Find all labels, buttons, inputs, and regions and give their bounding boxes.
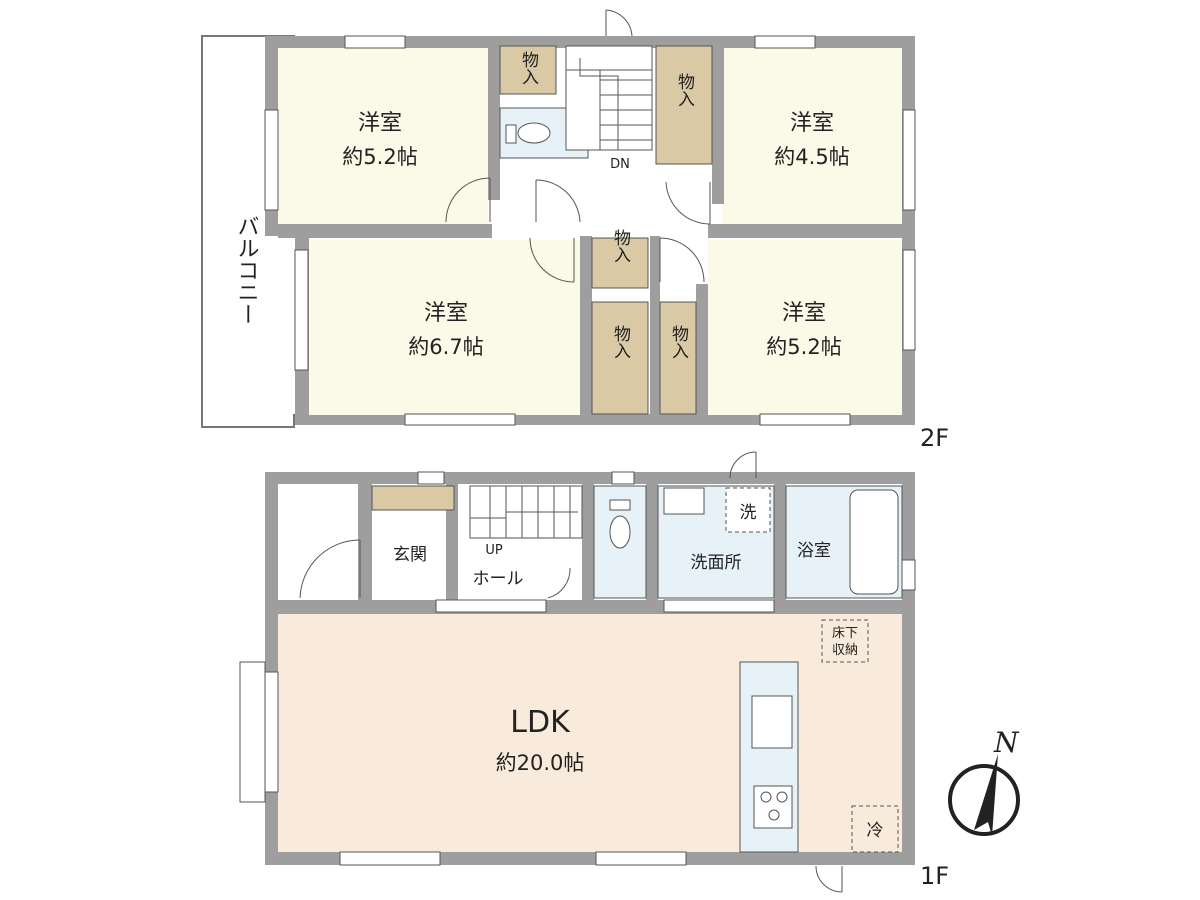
ldk-area: 約20.0帖 (496, 751, 585, 775)
stairs-dn-label: DN (610, 157, 630, 172)
stairs-2f (565, 45, 653, 151)
room-b-floor (722, 48, 902, 224)
room-c-floor (308, 240, 580, 415)
underfloor-storage-box (821, 619, 869, 663)
windows-1f (239, 471, 916, 866)
room-a-floor (278, 48, 488, 224)
storage-label: 物入 (610, 229, 631, 263)
room-b-area: 約4.5帖 (774, 145, 849, 169)
fridge-space (851, 805, 899, 853)
room-c-name: 洋室 (424, 301, 468, 326)
doors-1f (299, 451, 843, 893)
floor-1f (239, 451, 916, 893)
toilet-icon (609, 515, 631, 549)
bathtub-icon (849, 489, 899, 595)
room-d-floor (708, 240, 902, 415)
storage-label: 物入 (668, 325, 689, 359)
room-b-name: 洋室 (790, 111, 834, 136)
storage-closet (591, 237, 649, 289)
storage-label: 物入 (518, 51, 539, 85)
floor-label-1f: 1F (920, 862, 949, 890)
ldk-name: LDK (510, 705, 571, 740)
room-a-area: 約5.2帖 (342, 145, 417, 169)
sink-icon (663, 487, 705, 515)
shoe-storage (371, 485, 455, 511)
entrance-label: 玄関 (393, 545, 427, 565)
bathroom-label: 浴室 (797, 541, 831, 561)
doors-2f (445, 9, 711, 283)
storage-closet (591, 301, 649, 415)
balcony-label: バルコニー (234, 215, 259, 325)
washer-space (725, 487, 771, 533)
room-c-area: 約6.7帖 (408, 335, 483, 359)
room-d-area: 約5.2帖 (766, 335, 841, 359)
washroom-label: 洗面所 (691, 553, 742, 573)
storage-label: 物入 (674, 73, 695, 107)
storage-label: 物入 (610, 325, 631, 359)
north-arrow-icon (974, 754, 998, 836)
underfloor-storage-label-2: 収納 (832, 643, 858, 658)
hall-label: ホール (473, 569, 524, 589)
floor-label-2f: 2F (920, 424, 949, 452)
storage-closet (659, 301, 697, 415)
compass (948, 754, 1020, 836)
room-a-name: 洋室 (358, 111, 402, 136)
fridge-label: 冷 (867, 821, 884, 841)
stairs-1f (469, 485, 583, 539)
floor-2f (201, 9, 916, 428)
compass-north-label: N (993, 726, 1020, 759)
toilet-icon (517, 122, 551, 144)
room-d-name: 洋室 (782, 301, 826, 326)
kitchen-sink-icon (751, 695, 793, 749)
underfloor-storage-label-1: 床下 (832, 626, 858, 641)
storage-closet (655, 45, 713, 165)
washer-label: 洗 (740, 503, 757, 523)
storage-closet (499, 45, 557, 95)
stairs-up-label: UP (485, 543, 503, 558)
compass-ring (948, 764, 1020, 836)
windows-2f (264, 35, 916, 426)
